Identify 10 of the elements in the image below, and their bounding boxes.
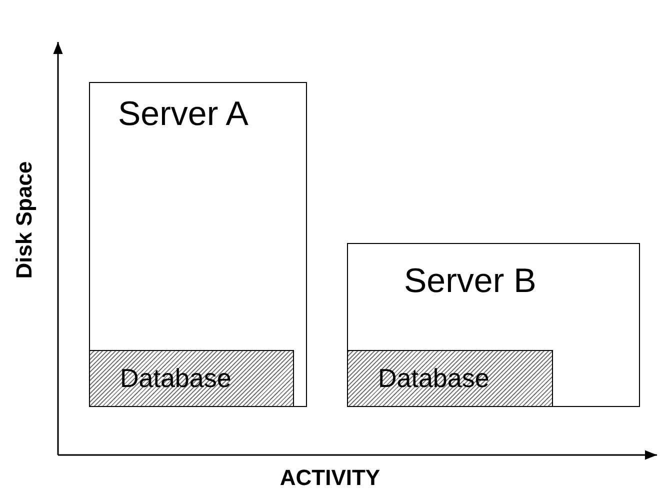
server-label: Server A: [118, 95, 248, 134]
database-block: [347, 350, 553, 407]
y-axis-title: Disk Space: [12, 161, 38, 279]
database-label: Database: [378, 363, 490, 394]
x-axis-title: ACTIVITY: [280, 465, 380, 491]
database-block: [89, 350, 294, 407]
server-box: [347, 243, 640, 407]
database-label: Database: [120, 363, 232, 394]
server-label: Server B: [404, 262, 536, 301]
server-box: [89, 82, 307, 407]
